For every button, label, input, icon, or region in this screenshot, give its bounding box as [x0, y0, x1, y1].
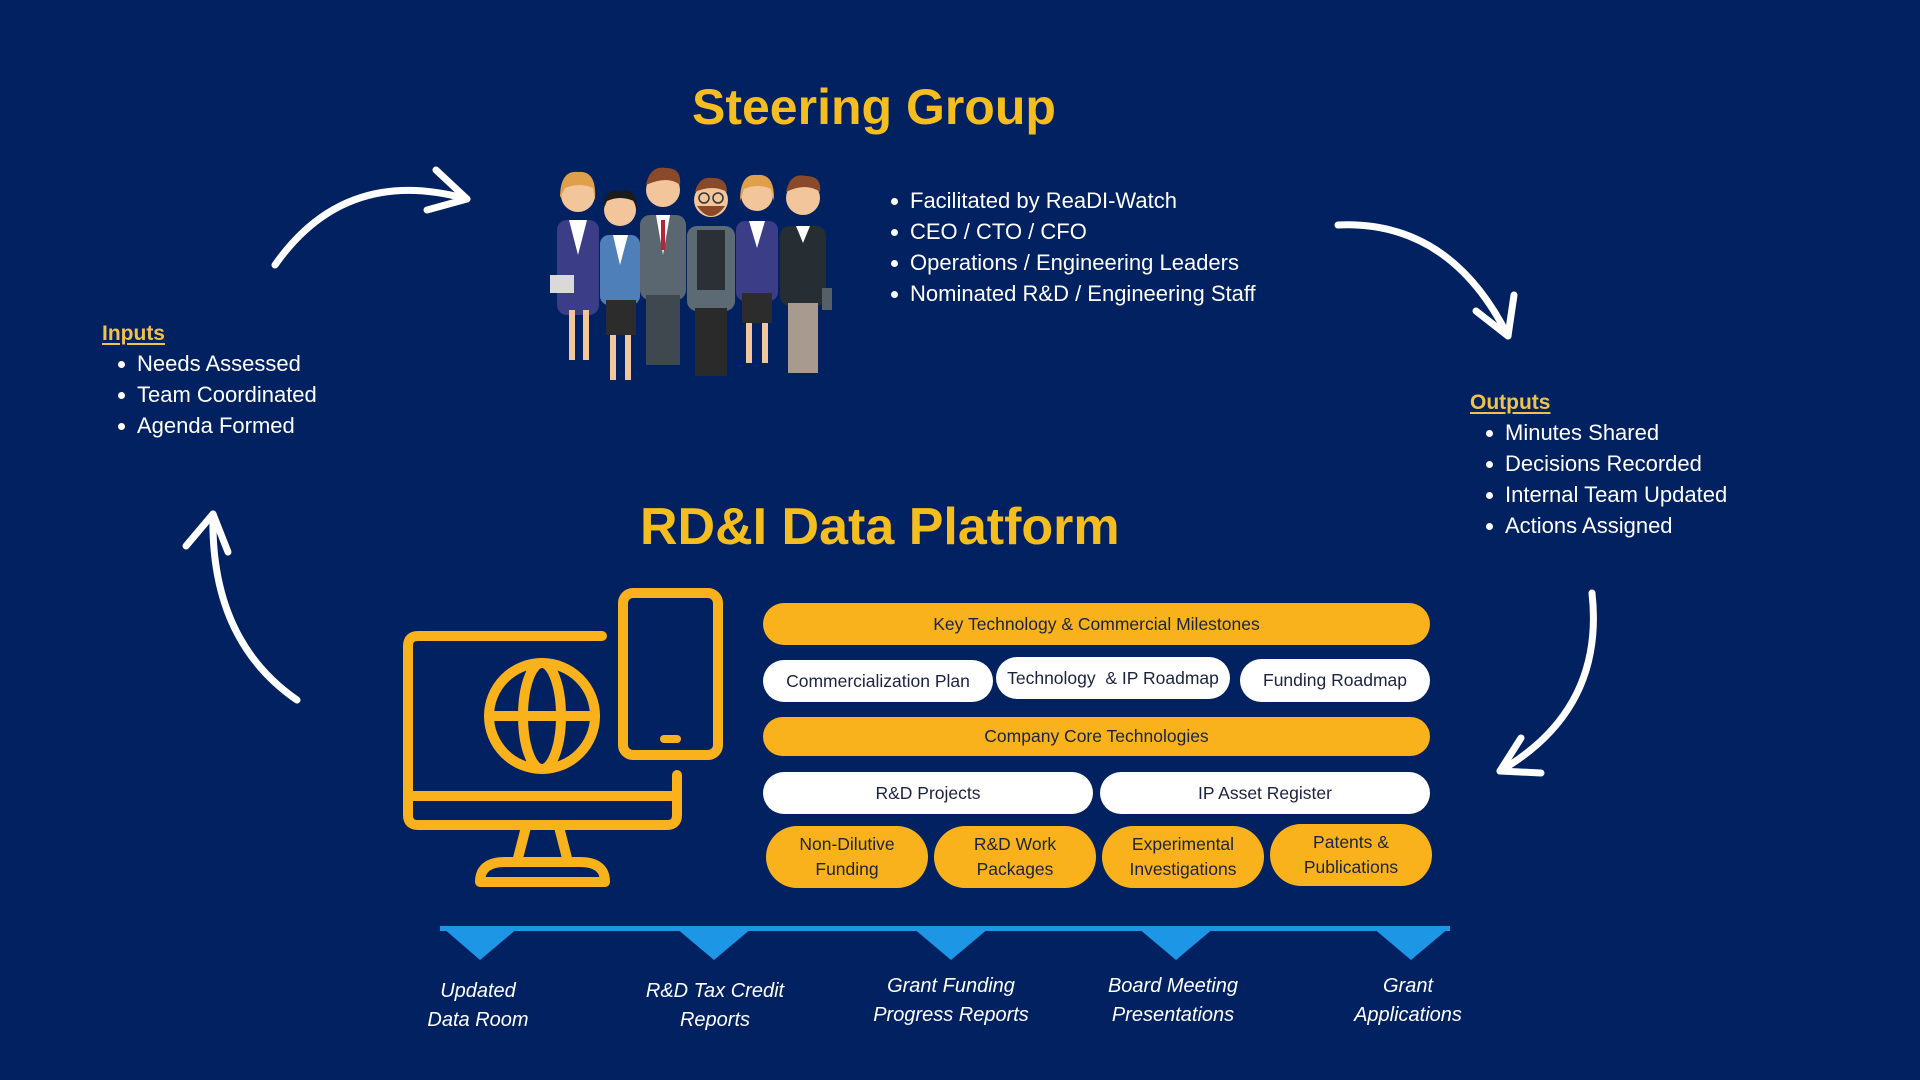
input-item: Agenda Formed — [118, 410, 317, 441]
inputs-heading: Inputs — [102, 322, 165, 345]
core-technologies-bar: Company Core Technologies — [763, 717, 1430, 756]
ip-asset-register-pill: IP Asset Register — [1100, 772, 1430, 814]
person-6 — [780, 175, 832, 373]
activity-line: Funding — [815, 859, 879, 879]
arrow-outputs-to-platform-icon — [1496, 589, 1597, 777]
activity-pill: Patents & Publications — [1270, 824, 1432, 886]
monitor-outline — [403, 631, 682, 830]
person-2 — [600, 190, 640, 380]
monitor-base — [475, 857, 610, 887]
arrow-steering-to-outputs-icon — [1334, 221, 1518, 340]
person-3 — [640, 167, 686, 365]
deliverable-line: Presentations — [1111, 1004, 1235, 1026]
deliverable-line: Board Meeting — [1107, 975, 1239, 997]
inputs-section: Inputs Needs Assessed Team Coordinated A… — [102, 320, 317, 441]
activity-line: Investigations — [1129, 859, 1237, 879]
input-item: Team Coordinated — [118, 379, 317, 410]
steering-group-title: Steering Group — [692, 79, 1056, 135]
activity-line: Non-Dilutive — [799, 834, 895, 854]
outputs-heading: Outputs — [1470, 391, 1551, 414]
timeline-marker — [676, 928, 752, 960]
output-item: Minutes Shared — [1486, 417, 1727, 448]
platform-title: RD&I Data Platform — [640, 498, 1120, 556]
output-item: Decisions Recorded — [1486, 448, 1727, 479]
activity-line: Packages — [976, 859, 1054, 879]
timeline-marker — [443, 928, 518, 960]
tablet-outline — [618, 588, 723, 760]
deliverable-line: Data Room — [427, 1009, 529, 1031]
deliverable-label: R&D Tax Credit Reports — [625, 977, 805, 1035]
steering-member-item: Nominated R&D / Engineering Staff — [891, 278, 1256, 309]
steering-members-list: Facilitated by ReaDI-Watch CEO / CTO / C… — [891, 185, 1256, 309]
timeline-marker — [913, 928, 989, 960]
person-1 — [550, 171, 599, 360]
commercialization-plan-pill: Commercialization Plan — [763, 660, 993, 702]
rd-projects-pill: R&D Projects — [763, 772, 1093, 814]
deliverable-line: R&D Tax Credit — [645, 980, 785, 1002]
technology-ip-roadmap-pill: Technology & IP Roadmap — [996, 657, 1230, 699]
output-item: Actions Assigned — [1486, 510, 1727, 541]
activity-line: Publications — [1303, 857, 1399, 877]
input-item: Needs Assessed — [118, 348, 317, 379]
activity-line: R&D Work — [973, 834, 1057, 854]
activity-pill: Experimental Investigations — [1102, 826, 1264, 888]
activity-line: Patents & — [1313, 832, 1389, 852]
activity-pill: R&D Work Packages — [934, 826, 1096, 888]
activity-line: Experimental — [1131, 834, 1235, 854]
person-5 — [736, 174, 778, 363]
timeline-marker — [1373, 928, 1449, 960]
steering-member-item: Operations / Engineering Leaders — [891, 247, 1256, 278]
deliverable-label: Board Meeting Presentations — [1083, 972, 1263, 1030]
milestones-bar: Key Technology & Commercial Milestones — [763, 603, 1430, 645]
output-item: Internal Team Updated — [1486, 479, 1727, 510]
person-4 — [687, 177, 735, 376]
steering-member-item: Facilitated by ReaDI-Watch — [891, 185, 1256, 216]
deliverable-line: Applications — [1354, 1004, 1462, 1026]
deliverable-line: Grant — [1382, 975, 1434, 997]
deliverable-label: Grant Funding Progress Reports — [861, 972, 1041, 1030]
arrow-platform-to-inputs-icon — [182, 510, 301, 704]
deliverable-line: Updated — [440, 980, 516, 1002]
deliverable-line: Progress Reports — [873, 1004, 1029, 1026]
deliverable-label: Updated Data Room — [388, 977, 568, 1035]
timeline-marker — [1138, 928, 1214, 960]
activity-pill: Non-Dilutive Funding — [766, 826, 928, 888]
outputs-section: Outputs Minutes Shared Decisions Recorde… — [1470, 389, 1727, 541]
funding-roadmap-pill: Funding Roadmap — [1240, 659, 1430, 702]
deliverable-label: Grant Applications — [1318, 972, 1498, 1030]
steering-member-item: CEO / CTO / CFO — [891, 216, 1256, 247]
deliverable-line: Grant Funding — [887, 975, 1015, 997]
deliverable-line: Reports — [679, 1009, 751, 1031]
arrow-inputs-to-steering-icon — [271, 166, 471, 269]
